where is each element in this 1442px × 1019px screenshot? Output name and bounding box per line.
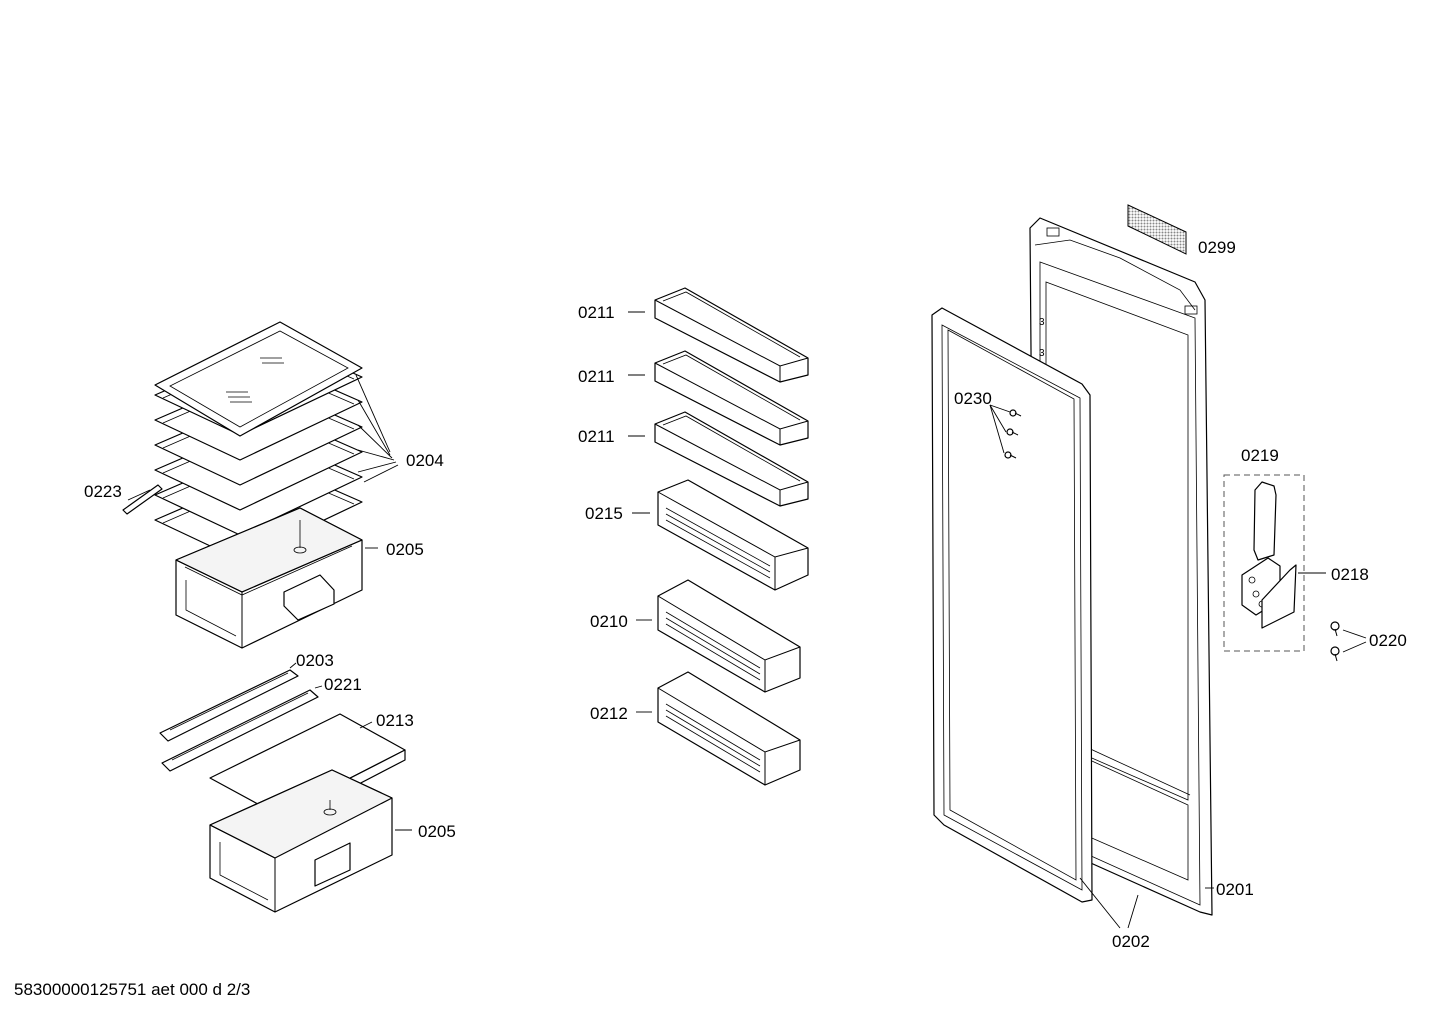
callout-0202: 0202 <box>1112 932 1150 951</box>
callout-0203: 0203 <box>296 651 334 670</box>
callout-0210: 0210 <box>590 612 628 631</box>
callout-0201: 0201 <box>1216 880 1254 899</box>
callout-0211-middle: 0211 <box>578 367 615 386</box>
svg-text:3: 3 <box>1039 348 1045 359</box>
callout-0223: 0223 <box>84 482 122 501</box>
callout-0230: 0230 <box>954 389 992 408</box>
screws-0230 <box>989 404 1022 459</box>
door-shelves <box>628 287 809 786</box>
callout-labels: 0204 0223 0205 0203 0221 0213 0205 0211 … <box>84 238 1407 951</box>
hinge-assembly-0219 <box>1223 474 1326 652</box>
callout-0205-upper: 0205 <box>386 540 424 559</box>
strip-0221 <box>161 685 323 772</box>
callout-0218: 0218 <box>1331 565 1369 584</box>
callout-0211-bottom: 0211 <box>578 427 615 446</box>
callout-0215: 0215 <box>585 504 623 523</box>
callout-0221: 0221 <box>324 675 362 694</box>
callout-0220: 0220 <box>1369 631 1407 650</box>
door-gasket-0202 <box>931 307 1139 929</box>
callout-0212: 0212 <box>590 704 628 723</box>
svg-text:3: 3 <box>1039 317 1045 328</box>
strip-0203 <box>159 662 299 742</box>
drawer-0205-upper <box>175 507 378 649</box>
callout-0204: 0204 <box>406 451 444 470</box>
callout-0219: 0219 <box>1241 446 1279 465</box>
screws-0220 <box>1330 621 1367 662</box>
callout-0299: 0299 <box>1198 238 1236 257</box>
document-id: 58300000125751 aet 000 d 2/3 <box>14 980 251 999</box>
label-plate-0299 <box>1127 204 1187 255</box>
rod-0223 <box>122 484 163 515</box>
drawer-0205-lower <box>209 769 412 913</box>
callout-0213: 0213 <box>376 711 414 730</box>
callout-0211-top: 0211 <box>578 303 615 322</box>
callout-0205-lower: 0205 <box>418 822 456 841</box>
glass-shelves-0204 <box>154 321 399 561</box>
